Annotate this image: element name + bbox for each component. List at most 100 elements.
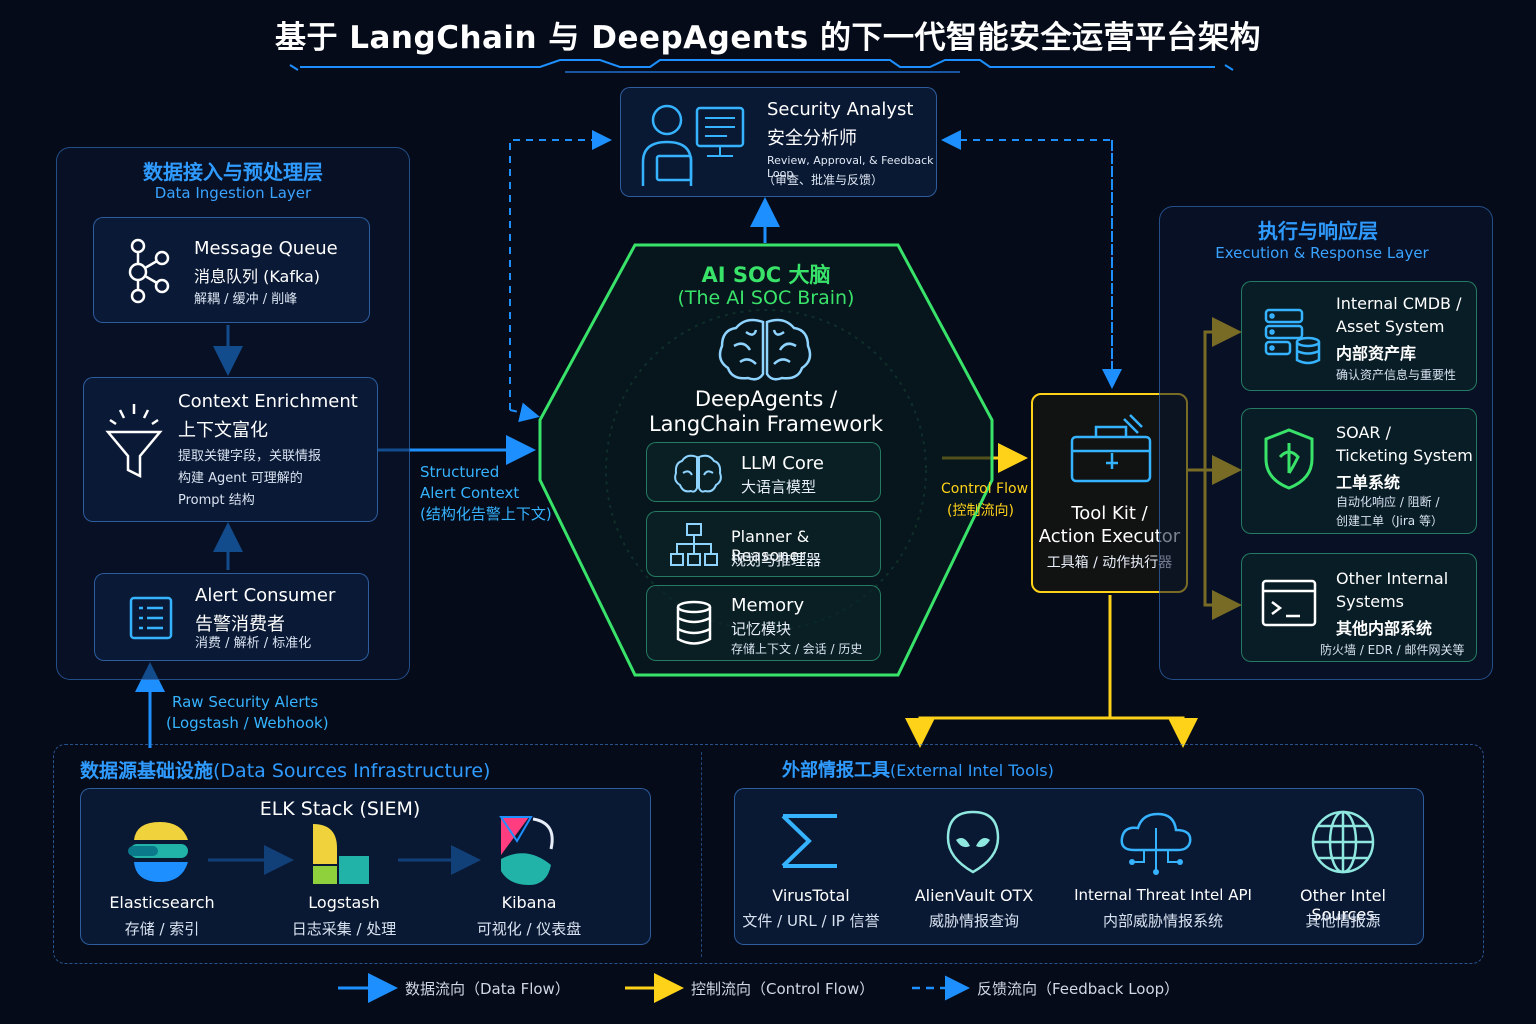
elk-title: ELK Stack (SIEM) — [259, 798, 421, 820]
analyst-title-cn: 安全分析师 — [767, 128, 857, 149]
logstash-desc: 日志采集 / 处理 — [291, 920, 397, 938]
legend-feedback-loop: 反馈流向（Feedback Loop） — [977, 980, 1180, 998]
otx-desc: 威胁情报查询 — [928, 912, 1019, 930]
memory-desc: 存储上下文 / 会话 / 历史 — [731, 642, 863, 656]
brain-icon — [718, 318, 812, 381]
enrich-desc-1: 提取关键字段，关联情报 — [178, 449, 322, 464]
kibana-desc: 可视化 / 仪表盘 — [476, 920, 582, 938]
consumer-desc: 消费 / 解析 / 标准化 — [195, 636, 312, 651]
framework-line-2: LangChain Framework — [648, 412, 884, 436]
security-analyst-box[interactable]: Security Analyst 安全分析师 Review, Approval,… — [620, 87, 937, 197]
kibana-icon — [499, 816, 554, 885]
consumer-title: Alert Consumer — [195, 585, 336, 606]
planner-box[interactable]: Planner & Reasoner 规划与推理器 — [646, 511, 881, 577]
analyst-desc-cn: （审查、批准与反馈） — [763, 173, 884, 187]
soar-box[interactable]: SOAR / Ticketing System 工单系统 自动化响应 / 阻断 … — [1241, 408, 1477, 534]
cloud-network-icon — [1120, 812, 1192, 875]
cmdb-desc: 确认资产信息与重要性 — [1336, 368, 1457, 382]
other-intel-desc: 其他情报源 — [1305, 912, 1381, 930]
brain-title-en: (The AI SOC Brain) — [677, 287, 855, 309]
toolkit-line-2: Action Executor — [1038, 526, 1181, 547]
soar-cn: 工单系统 — [1336, 473, 1401, 492]
elasticsearch-icon — [128, 822, 188, 882]
page-title: 基于 LangChain 与 DeepAgents 的下一代智能安全运营平台架构 — [274, 20, 1262, 56]
kafka-icon — [128, 238, 170, 304]
ingestion-layer-subtitle: Data Ingestion Layer — [154, 184, 312, 202]
mq-desc: 解耦 / 缓冲 / 削峰 — [194, 292, 298, 307]
memory-box[interactable]: Memory 记忆模块 存储上下文 / 会话 / 历史 — [646, 585, 881, 661]
structured-label-2: Alert Context — [420, 484, 520, 502]
intel-title: 外部情报工具(External Intel Tools) — [782, 756, 1054, 782]
control-flow-label-2: (控制流向) — [947, 503, 1014, 519]
soar-line-1: SOAR / — [1336, 423, 1392, 442]
llm-core-box[interactable]: LLM Core 大语言模型 — [646, 442, 881, 502]
toolkit-line-1: Tool Kit / — [1071, 503, 1148, 524]
logstash-name: Logstash — [308, 893, 380, 912]
elasticsearch-desc: 存储 / 索引 — [124, 920, 200, 938]
structured-label-3: (结构化告警上下文) — [420, 505, 552, 523]
globe-icon — [1311, 810, 1375, 874]
database-icon — [676, 600, 712, 645]
planner-cn: 规划与推理器 — [731, 551, 822, 569]
shield-icon — [1264, 428, 1314, 490]
brain-small-icon — [674, 454, 722, 493]
soar-desc-2: 创建工单（Jira 等） — [1336, 514, 1443, 528]
other-line-1: Other Internal — [1336, 569, 1449, 588]
analyst-icon — [641, 104, 745, 186]
message-queue-box[interactable]: Message Queue 消息队列 (Kafka) 解耦 / 缓冲 / 削峰 — [93, 217, 370, 323]
cmdb-cn: 内部资产库 — [1336, 344, 1417, 363]
ingestion-layer-title: 数据接入与预处理层 — [143, 160, 323, 184]
analyst-desc: Review, Approval, & Feedback Loop — [767, 154, 934, 180]
mq-cn: 消息队列 (Kafka) — [194, 267, 321, 286]
bottom-infrastructure-panel — [53, 744, 1484, 964]
alert-consumer-box[interactable]: Alert Consumer 告警消费者 消费 / 解析 / 标准化 — [94, 573, 369, 661]
intel-tools-box[interactable] — [734, 788, 1424, 945]
datasources-title: 数据源基础设施(Data Sources Infrastructure) — [80, 756, 490, 783]
raw-alerts-label-2: (Logstash / Webhook) — [166, 714, 329, 732]
list-icon — [129, 596, 173, 640]
memory-cn: 记忆模块 — [731, 620, 792, 638]
datasources-title-en: (Data Sources Infrastructure) — [213, 760, 491, 782]
internal-intel-name: Internal Threat Intel API — [1074, 886, 1252, 904]
structured-label-1: Structured — [420, 463, 500, 481]
toolbox-icon — [1070, 414, 1152, 483]
toolkit-line-3: 工具箱 / 动作执行器 — [1046, 555, 1173, 571]
legend-control-flow: 控制流向（Control Flow） — [691, 980, 875, 998]
control-flow-label-1: Control Flow — [941, 481, 1029, 497]
memory-title: Memory — [731, 595, 805, 616]
otx-name: AlienVault OTX — [914, 886, 1034, 905]
logstash-icon — [313, 824, 369, 884]
llm-cn: 大语言模型 — [741, 478, 817, 496]
intel-title-en: (External Intel Tools) — [890, 761, 1054, 780]
brain-title-cn: AI SOC 大脑 — [701, 263, 831, 287]
mq-title: Message Queue — [194, 238, 338, 259]
other-line-2: Systems — [1336, 592, 1404, 611]
terminal-icon — [1261, 579, 1317, 627]
other-desc: 防火墙 / EDR / 邮件网关等 — [1320, 643, 1465, 657]
internal-intel-desc: 内部威胁情报系统 — [1102, 912, 1223, 930]
other-systems-box[interactable]: Other Internal Systems 其他内部系统 防火墙 / EDR … — [1241, 553, 1477, 662]
other-cn: 其他内部系统 — [1336, 619, 1433, 638]
soar-line-2: Ticketing System — [1336, 446, 1473, 465]
cmdb-line-1: Internal CMDB / — [1336, 294, 1462, 313]
execution-layer-subtitle: Execution & Response Layer — [1215, 244, 1429, 262]
virustotal-icon — [781, 814, 837, 868]
server-db-icon — [1264, 308, 1321, 365]
consumer-cn: 告警消费者 — [195, 614, 285, 635]
enrich-desc-3: Prompt 结构 — [178, 493, 255, 508]
cmdb-box[interactable]: Internal CMDB / Asset System 内部资产库 确认资产信… — [1241, 281, 1477, 391]
framework-line-1: DeepAgents / — [694, 387, 838, 411]
enrich-desc-2: 构建 Agent 可理解的 — [178, 471, 303, 486]
legend-data-flow: 数据流向（Data Flow） — [405, 980, 570, 998]
cmdb-line-2: Asset System — [1336, 317, 1445, 336]
enrich-title: Context Enrichment — [178, 391, 358, 412]
enrich-cn: 上下文富化 — [178, 420, 268, 441]
llm-title: LLM Core — [741, 453, 824, 474]
planner-title: Planner & Reasoner — [731, 527, 810, 565]
context-enrichment-box[interactable]: Context Enrichment 上下文富化 提取关键字段，关联情报 构建 … — [83, 377, 378, 522]
soar-desc-1: 自动化响应 / 阻断 / — [1336, 495, 1440, 509]
bottom-divider — [701, 752, 702, 957]
datasources-title-cn: 数据源基础设施 — [80, 760, 214, 782]
other-intel-name: Other Intel Sources — [1300, 886, 1386, 924]
kibana-name: Kibana — [501, 893, 557, 912]
